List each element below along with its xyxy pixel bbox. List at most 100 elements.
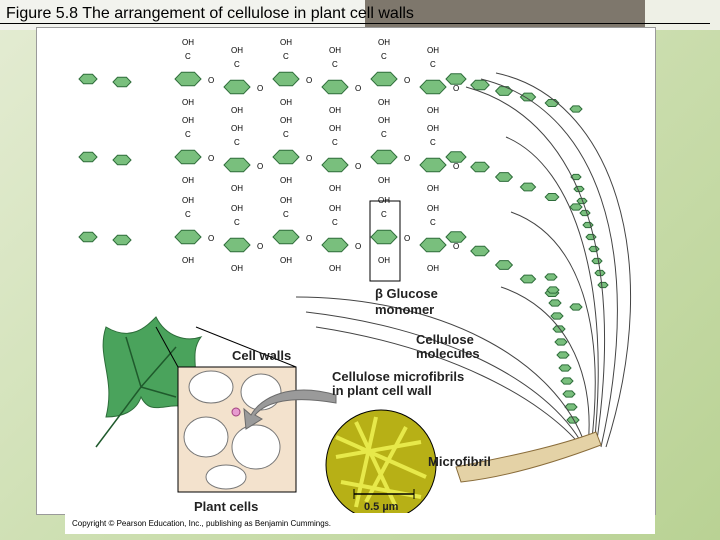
atom-label: C <box>332 218 338 227</box>
glucose-ring <box>445 151 467 163</box>
atom-label: OH <box>329 184 341 193</box>
slide-title: Figure 5.8 The arrangement of cellulose … <box>6 5 414 22</box>
glucose-ring <box>544 99 560 107</box>
atom-label: C <box>185 210 191 219</box>
glucose-label-line2: monomer <box>375 302 434 317</box>
cellulose-strands <box>295 72 631 448</box>
atom-label: OH <box>329 124 341 133</box>
atom-label: C <box>234 138 240 147</box>
title-bar-right <box>645 0 720 30</box>
atom-label: C <box>234 218 240 227</box>
glucose-ring <box>174 71 202 87</box>
glucose-ring <box>546 286 560 294</box>
atom-label: OH <box>231 46 243 55</box>
atom-label: OH <box>427 264 439 273</box>
glucose-ring <box>579 209 591 217</box>
atom-label: OH <box>329 264 341 273</box>
plant-cells-label: Plant cells <box>194 499 258 513</box>
atom-label: C <box>185 52 191 61</box>
cellulose-diagram: OHCOHOOHCOHOOHCOHOOHCOHOOHCOHOOHCOHOOHCO… <box>78 38 631 513</box>
glucose-ring <box>419 79 447 95</box>
glucose-ring <box>554 338 568 346</box>
glucose-ring <box>174 229 202 245</box>
glucose-ring <box>519 274 537 284</box>
glucose-ring <box>419 157 447 173</box>
atom-label: OH <box>280 116 292 125</box>
glucose-ring <box>550 312 564 320</box>
atom-label: O <box>453 242 459 251</box>
atom-label: O <box>208 76 214 85</box>
glucose-ring <box>548 299 562 307</box>
microfibrils-label-line1: Cellulose microfibrils <box>332 369 464 384</box>
atom-label: C <box>381 130 387 139</box>
glucose-ring <box>544 273 558 281</box>
glucose-ring <box>591 257 603 265</box>
glucose-ring <box>519 92 537 102</box>
atom-label: O <box>257 84 263 93</box>
glucose-chains <box>78 71 609 424</box>
chemical-labels: OHCOHOOHCOHOOHCOHOOHCOHOOHCOHOOHCOHOOHCO… <box>182 38 459 273</box>
scale-bar <box>353 489 415 499</box>
glucose-ring <box>272 229 300 245</box>
atom-label: C <box>185 130 191 139</box>
glucose-ring <box>470 79 490 91</box>
glucose-ring <box>576 197 588 205</box>
atom-label: OH <box>378 256 390 265</box>
glucose-ring <box>569 105 583 113</box>
glucose-ring <box>569 303 583 311</box>
zoom-arrow <box>243 389 337 430</box>
atom-label: OH <box>231 264 243 273</box>
glucose-ring <box>597 281 609 289</box>
atom-label: OH <box>182 98 194 107</box>
glucose-ring <box>445 73 467 85</box>
atom-label: OH <box>427 124 439 133</box>
atom-label: O <box>306 234 312 243</box>
glucose-ring <box>494 86 514 96</box>
atom-label: O <box>306 76 312 85</box>
microfibril-label: Microfibril <box>428 454 491 469</box>
glucose-ring <box>321 237 349 253</box>
atom-label: OH <box>231 124 243 133</box>
glucose-ring <box>470 245 490 257</box>
atom-label: OH <box>329 46 341 55</box>
atom-label: O <box>208 234 214 243</box>
glucose-ring <box>321 157 349 173</box>
cellulose-label-line2: molecules <box>416 346 480 361</box>
zoom-line <box>195 326 297 368</box>
atom-label: C <box>332 60 338 69</box>
atom-label: OH <box>231 106 243 115</box>
glucose-ring <box>560 377 574 385</box>
atom-label: OH <box>280 196 292 205</box>
microfibril-micrograph <box>325 409 437 513</box>
glucose-ring <box>78 151 98 163</box>
glucose-ring <box>573 185 585 193</box>
atom-label: OH <box>329 106 341 115</box>
leaf-illustration <box>95 316 203 448</box>
atom-label: C <box>283 52 289 61</box>
glucose-ring <box>419 237 447 253</box>
glucose-ring <box>272 149 300 165</box>
atom-label: OH <box>427 106 439 115</box>
atom-label: OH <box>280 38 292 47</box>
glucose-ring <box>544 193 560 201</box>
glucose-ring <box>223 79 251 95</box>
atom-label: OH <box>182 196 194 205</box>
atom-label: OH <box>182 38 194 47</box>
atom-label: OH <box>427 184 439 193</box>
atom-label: C <box>283 130 289 139</box>
glucose-ring <box>445 231 467 243</box>
glucose-ring <box>558 364 572 372</box>
atom-label: O <box>404 154 410 163</box>
atom-label: O <box>355 162 361 171</box>
cell-walls-label: Cell walls <box>232 348 291 363</box>
atom-label: C <box>332 138 338 147</box>
atom-label: O <box>404 234 410 243</box>
atom-label: O <box>404 76 410 85</box>
atom-label: O <box>257 162 263 171</box>
atom-label: OH <box>427 46 439 55</box>
glucose-ring <box>321 79 349 95</box>
glucose-ring <box>78 73 98 85</box>
atom-label: OH <box>231 204 243 213</box>
glucose-ring <box>112 234 132 246</box>
copyright-credit: Copyright © Pearson Education, Inc., pub… <box>72 519 331 528</box>
